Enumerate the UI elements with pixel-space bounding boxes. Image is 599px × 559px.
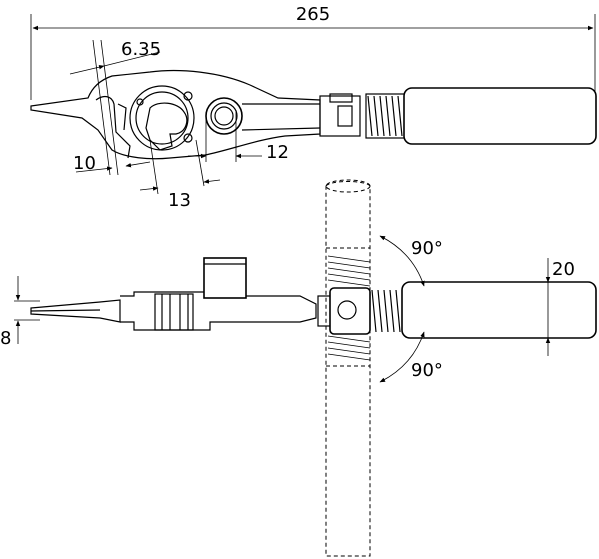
socket-size-dimension: 12 (188, 110, 289, 163)
wrench-body-side (30, 257, 317, 331)
open-end-label: 10 (73, 153, 96, 174)
side-view: 8 20 (0, 179, 597, 557)
open-end-dimension: 10 (73, 153, 151, 174)
overall-length-dimension: 265 (30, 4, 596, 100)
rotated-handle-dashed (325, 179, 371, 557)
hex-size-label: 6.35 (121, 39, 161, 60)
overall-length-label: 265 (296, 4, 330, 25)
top-view: 265 (30, 4, 597, 211)
wrench-head-top (30, 69, 321, 160)
hex-size-dimension: 6.35 (69, 39, 161, 176)
rotation-arrows: 90° 90° (379, 235, 443, 383)
socket-size-label: 12 (266, 142, 289, 163)
thickness-label: 8 (0, 328, 11, 349)
thickness-dimension: 8 (0, 276, 40, 349)
handle-diameter-label: 20 (552, 259, 575, 280)
jaw-opening-label: 13 (168, 190, 191, 211)
rotation-down-label: 90° (411, 360, 443, 381)
handle-assembly-top (319, 87, 597, 145)
rotation-up-label: 90° (411, 238, 443, 259)
swivel-joint-side (317, 281, 597, 339)
handle-diameter-dimension: 20 (545, 258, 575, 356)
jaw-opening-dimension: 13 (139, 139, 221, 211)
